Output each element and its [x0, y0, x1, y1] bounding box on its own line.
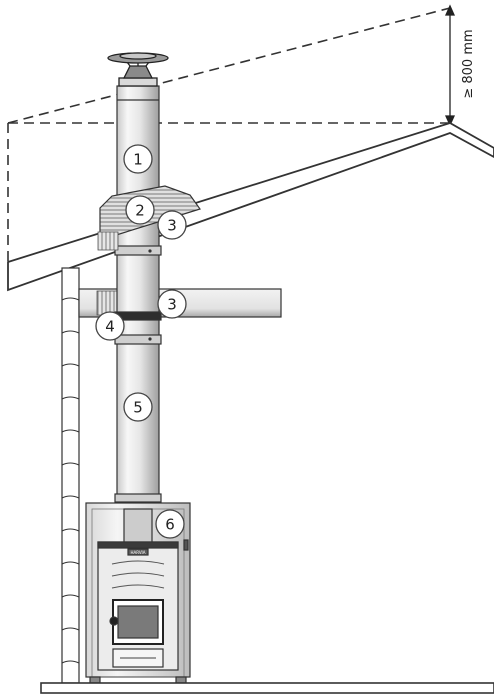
dimension-arrow-bottom-icon	[444, 115, 456, 127]
callout-2: 2	[125, 195, 155, 225]
callout-circle	[157, 289, 187, 319]
stove-foot	[175, 676, 187, 684]
callout-circle	[95, 311, 125, 341]
pipe-joint-3	[114, 493, 162, 503]
callout-5: 5	[123, 392, 153, 422]
door-handle-icon	[109, 616, 119, 626]
slope-dashed-line	[7, 7, 451, 124]
callout-circle	[123, 392, 153, 422]
height-dimension	[444, 4, 456, 127]
rivet	[148, 337, 152, 341]
log-seam	[61, 462, 80, 466]
stove-flue-connector	[123, 508, 153, 546]
log-seam	[61, 594, 80, 598]
log-seam	[61, 495, 80, 499]
log-seam	[61, 660, 80, 664]
rain-cap-top	[119, 52, 157, 60]
floor	[40, 682, 494, 694]
callout-3a: 3	[157, 210, 187, 240]
stove-bracket	[183, 539, 189, 551]
callout-label: 2	[135, 202, 145, 220]
cap-cone	[122, 65, 154, 79]
brand-plate-text: HARVIA	[131, 550, 146, 555]
safety-clearance-lines	[7, 7, 451, 262]
callout-6: 6	[155, 509, 185, 539]
log-seam	[61, 330, 80, 334]
log-seam	[61, 561, 80, 565]
callout-circle	[123, 144, 153, 174]
callout-circle	[125, 195, 155, 225]
dimension-text: ≥ 800 mm	[461, 29, 476, 98]
callout-4: 4	[95, 311, 125, 341]
log-seam	[61, 429, 80, 433]
callout-label: 3	[167, 296, 177, 314]
log-seam	[61, 528, 80, 532]
pipe-joint-1	[114, 245, 162, 256]
stove-door-glass	[117, 605, 159, 639]
log-seam	[61, 363, 80, 367]
callout-label: 1	[133, 151, 143, 169]
log-seam	[61, 627, 80, 631]
log-seam	[61, 396, 80, 400]
callout-label: 3	[167, 217, 177, 235]
callout-circle	[157, 210, 187, 240]
callout-label: 5	[133, 399, 143, 417]
callout-1: 1	[123, 144, 153, 174]
stove-stone-grille	[111, 560, 165, 589]
callout-label: 4	[105, 318, 115, 336]
rivet	[148, 249, 152, 253]
roof-insulation	[97, 231, 119, 251]
beam-insulation	[96, 290, 120, 316]
roof-slab	[7, 122, 494, 292]
log-wall	[61, 267, 80, 684]
callouts: 1 2 3 3 4 5 6	[95, 144, 187, 539]
sauna-stove: HARVIA	[85, 502, 191, 684]
dimension-arrow-top-icon	[444, 4, 456, 16]
callout-label: 6	[165, 516, 175, 534]
callout-3b: 3	[157, 289, 187, 319]
stove-foot	[89, 676, 101, 684]
chimney-cap	[107, 52, 169, 87]
roof	[7, 122, 494, 292]
brand-plate	[127, 548, 149, 556]
log-seams	[61, 297, 80, 664]
stove-top-rim	[97, 541, 179, 549]
log-seam	[61, 297, 80, 301]
pipe-joint-2	[114, 334, 162, 345]
cap-collar	[118, 77, 158, 87]
wall-post	[61, 267, 80, 684]
callout-circle	[155, 509, 185, 539]
